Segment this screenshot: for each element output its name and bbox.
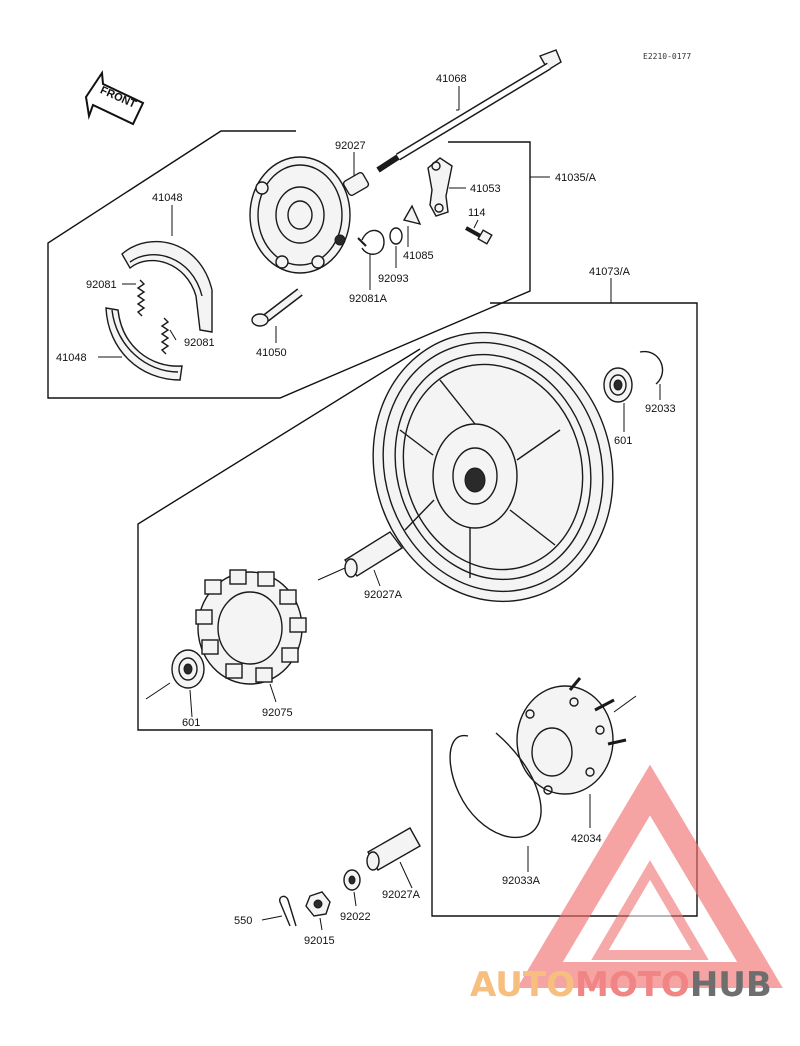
label-seal: 92093	[378, 273, 409, 285]
washer-small	[402, 204, 422, 226]
bearing-left	[171, 649, 205, 689]
label-bolt: 114	[468, 207, 486, 219]
watermark-triangle-icon	[517, 764, 783, 988]
label-circlip-large: 92033A	[502, 875, 541, 887]
label-nut: 92015	[304, 935, 335, 947]
svg-text:AUTOMOTOHUB: AUTOMOTOHUB	[470, 965, 772, 1005]
circlip-right	[639, 350, 664, 385]
spring-pin	[357, 229, 385, 255]
spring-left	[136, 279, 146, 317]
brake-panel	[249, 156, 351, 274]
axle-shaft	[376, 49, 562, 173]
label-brake-shoe-bottom: 41048	[56, 352, 87, 364]
label-collar-top: 92027	[335, 140, 366, 152]
label-collar-middle: 92027A	[364, 589, 403, 601]
label-cotter-pin: 550	[234, 915, 252, 927]
label-bearing-left: 601	[182, 717, 200, 729]
brake-shoe-bottom	[105, 307, 183, 381]
collar-bottom	[366, 827, 421, 871]
watermark-hub: HUB	[690, 965, 772, 1005]
label-brake-shoe-top: 41048	[152, 192, 183, 204]
label-washer: 92022	[340, 911, 371, 923]
wheel-group-frame	[137, 302, 698, 917]
label-circlip-right: 92033	[645, 403, 676, 415]
cam-lever	[427, 157, 453, 217]
collar-middle	[343, 531, 404, 578]
label-bearing-right: 601	[614, 435, 632, 447]
label-wheel-assy: 41073/A	[589, 266, 631, 278]
label-cam-shaft: 41050	[256, 347, 287, 359]
label-sprocket-hub: 42034	[571, 833, 602, 845]
brake-shoe-top	[121, 240, 213, 333]
label-spring-pin: 92081A	[349, 293, 388, 305]
sprocket-hub	[516, 677, 627, 795]
rubber-damper	[195, 569, 307, 685]
axle-nut	[305, 891, 331, 917]
diagram-code: E2210-0177	[643, 52, 691, 61]
seal	[389, 227, 403, 245]
label-spring-right: 92081	[184, 337, 215, 349]
cam-shaft	[251, 288, 303, 327]
automotohub-watermark: AUTOMOTOHUB	[470, 764, 783, 1005]
label-cam-lever: 41053	[470, 183, 501, 195]
watermark-moto: MOTO	[575, 965, 690, 1005]
bearing-right	[603, 367, 633, 403]
circlip-large	[449, 732, 542, 839]
spring-right	[160, 317, 170, 355]
rear-wheel	[372, 331, 614, 603]
label-washer-small: 41085	[403, 250, 434, 262]
leader-lines	[98, 86, 661, 931]
label-damper: 92075	[262, 707, 293, 719]
washer	[343, 869, 361, 891]
front-arrow-icon: FRONT	[84, 70, 145, 126]
watermark-auto: AUTO	[470, 965, 575, 1005]
label-spring-left: 92081	[86, 279, 117, 291]
label-axle: 41068	[436, 73, 467, 85]
label-collar-bottom: 92027A	[382, 889, 421, 901]
label-brake-panel-assy: 41035/A	[555, 172, 597, 184]
cotter-pin	[278, 895, 297, 927]
part-labels: 41068 92027 41048 92081 92081 41048 4105…	[56, 73, 676, 947]
collar-top	[342, 171, 370, 197]
brake-group-frame	[47, 130, 531, 399]
bolt	[465, 226, 493, 245]
